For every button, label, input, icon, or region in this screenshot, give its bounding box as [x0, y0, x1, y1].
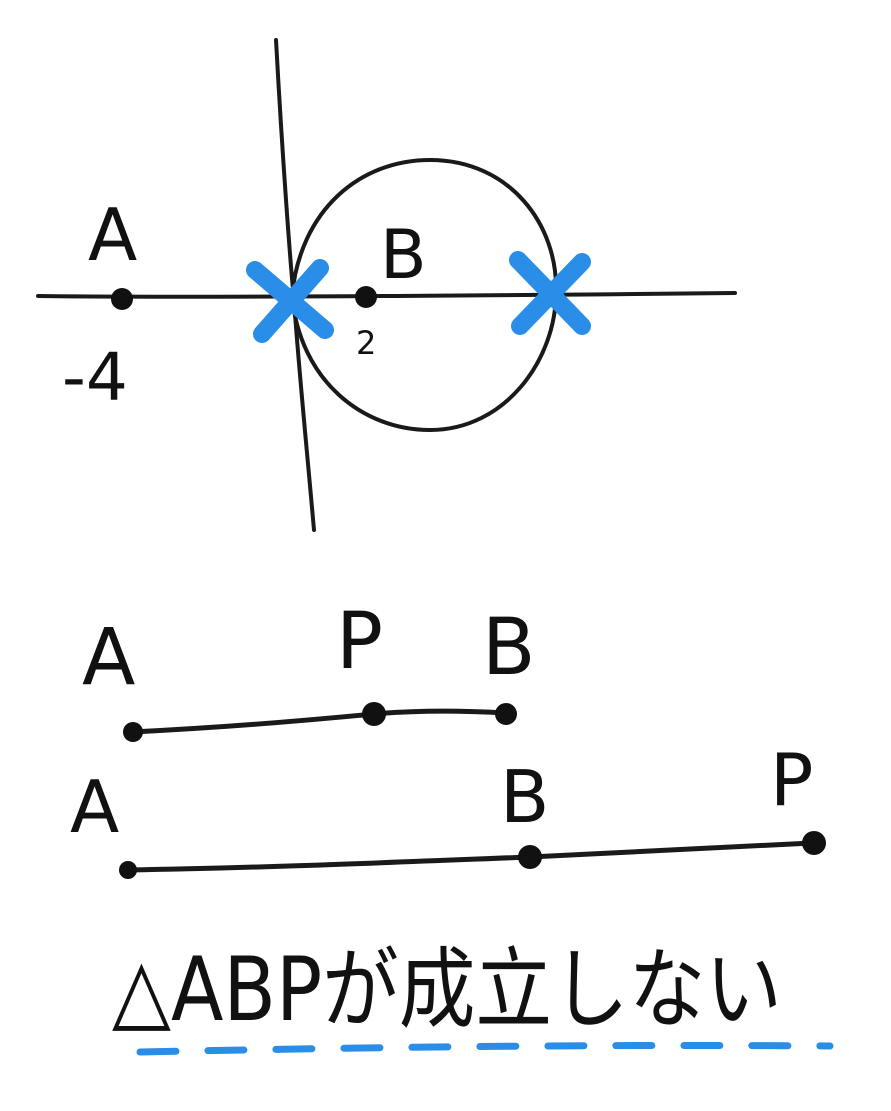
cross-mark-right — [509, 251, 591, 335]
caption: △ABPが成立しない — [112, 938, 834, 1056]
figure-a-b-p: A B P — [70, 738, 826, 879]
point-b-label: B — [482, 603, 536, 693]
caption-text: △ABPが成立しない — [112, 938, 782, 1041]
segment-abp — [125, 840, 815, 873]
point-a-dot — [111, 288, 133, 310]
point-a-dot — [119, 861, 137, 879]
point-a-value: -4 — [62, 339, 128, 416]
segment-apb — [129, 708, 508, 735]
point-b-dot — [355, 286, 377, 308]
point-a-label: A — [82, 613, 135, 703]
point-p-dot — [802, 831, 826, 855]
figure-circle-on-axis: A -4 B 2 — [36, 38, 737, 532]
point-a-label: A — [70, 765, 119, 849]
point-p-label: P — [336, 597, 383, 687]
point-b-dot — [518, 845, 542, 869]
cross-mark-left — [246, 259, 334, 343]
point-p-label: P — [770, 738, 813, 822]
figure-a-p-b: A P B — [82, 597, 536, 742]
point-b-dot — [495, 703, 517, 725]
point-p-dot — [362, 702, 386, 726]
caption-underline — [136, 1041, 834, 1056]
point-a-dot — [123, 722, 143, 742]
point-b-value: 2 — [356, 324, 376, 362]
point-a-label: A — [88, 193, 137, 277]
point-b-label: B — [380, 216, 427, 295]
point-b-label: B — [500, 755, 549, 839]
